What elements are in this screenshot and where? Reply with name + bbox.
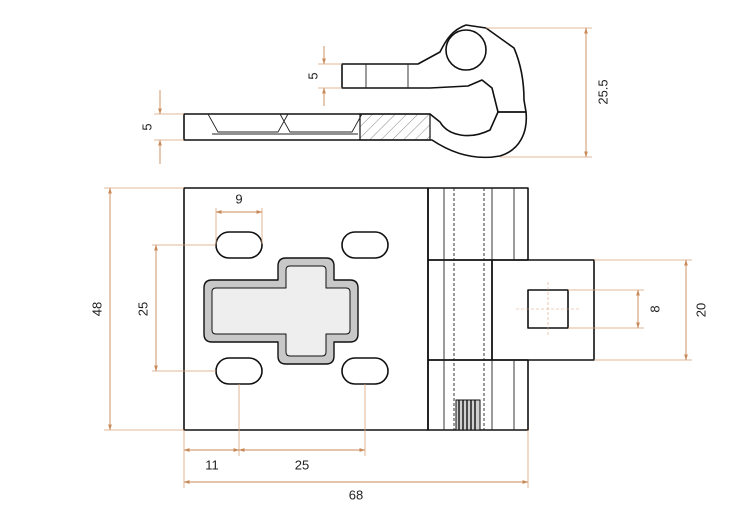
knurled-pin-end [455,399,481,431]
left-offset-label: 11 [205,457,219,472]
side-view: 5 5 25.5 [139,24,610,164]
slot-vertical-spacing-label: 25 [135,302,150,316]
side-view-upper-leaf [341,24,527,113]
front-view-slot [341,357,389,385]
side-view-hatched-section [359,113,431,141]
tab-height-label: 20 [693,303,708,317]
slot-horizontal-spacing-label: 25 [295,457,309,472]
front-view-cross-recess-inner [211,265,351,357]
total-width-label: 68 [349,487,363,502]
side-total-height-label: 25.5 [595,79,610,104]
plate-height-label: 48 [89,302,104,316]
front-view-slot [215,357,263,385]
front-view-knuckle-top [427,187,529,261]
side-view-knuckle-pin [445,29,487,71]
square-hole-label: 8 [647,305,662,312]
side-view-lower-leaf [183,111,528,159]
side-view-countersink [207,113,289,133]
front-view-slot [215,231,263,259]
slot-width-label: 9 [235,191,242,206]
side-plate-thickness-label: 5 [139,123,154,130]
front-view-slot [341,231,389,259]
front-view-knuckle-middle [427,259,493,361]
side-tab-thickness-label: 5 [305,72,320,79]
side-view-countersink [279,113,363,133]
front-view: 9 25 48 20 8 11 25 68 [89,187,708,502]
front-view-tab [491,259,595,361]
